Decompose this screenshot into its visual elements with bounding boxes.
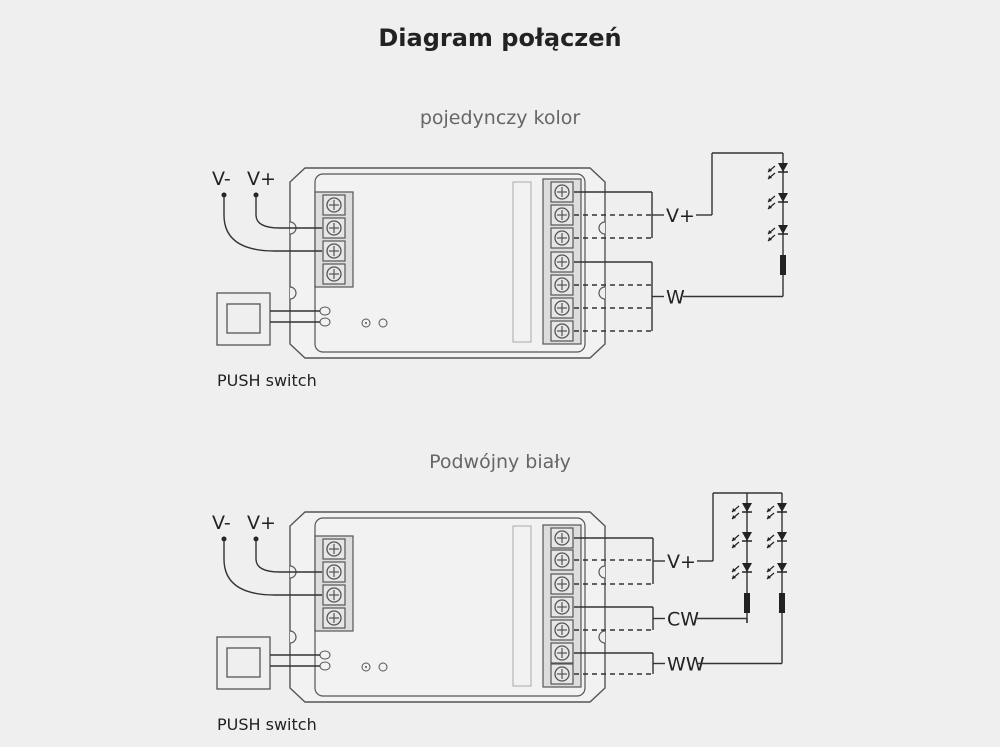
wire-v-minus bbox=[223, 195, 322, 252]
light-arrow-head bbox=[732, 568, 736, 572]
screw-icon bbox=[554, 323, 570, 339]
screw-icon bbox=[554, 552, 570, 568]
screw-icon bbox=[554, 666, 570, 682]
light-arrow-head bbox=[767, 515, 771, 519]
mount-notch bbox=[598, 286, 606, 300]
led-diode-icon bbox=[777, 503, 787, 512]
screw-icon bbox=[554, 230, 570, 246]
mount-notch bbox=[289, 286, 297, 300]
screw-icon bbox=[326, 541, 342, 557]
screw-icon bbox=[326, 587, 342, 603]
input-label-v-plus: V+ bbox=[247, 512, 276, 534]
screw-icon bbox=[326, 610, 342, 626]
wire-v-minus bbox=[223, 539, 322, 596]
input-label-v-minus: V- bbox=[212, 168, 231, 190]
light-arrow-head bbox=[767, 508, 771, 512]
push-switch-label: PUSH switch bbox=[217, 715, 317, 734]
led-diode-icon bbox=[778, 163, 788, 172]
output-label-strip bbox=[512, 181, 532, 343]
screw-icon bbox=[326, 564, 342, 580]
led-indicator bbox=[361, 318, 371, 328]
resistor-icon bbox=[744, 593, 750, 613]
screw-icon bbox=[554, 530, 570, 546]
mount-notch bbox=[598, 630, 606, 644]
led-diode-icon bbox=[778, 193, 788, 202]
diagram-1: V- V+ PUSH switch V+ W bbox=[212, 152, 788, 390]
output-label-strip bbox=[512, 525, 532, 687]
screw-icon bbox=[326, 266, 342, 282]
led-diode-icon bbox=[742, 503, 752, 512]
output-label-v-plus: V+ bbox=[667, 551, 696, 573]
push-switch bbox=[216, 636, 271, 690]
wire-v-plus bbox=[255, 195, 322, 229]
mount-notch bbox=[598, 221, 606, 235]
resistor-icon bbox=[779, 593, 785, 613]
screw-icon bbox=[554, 254, 570, 270]
diagram-2-subtitle: Podwójny biały bbox=[429, 451, 571, 473]
output-label-cw: CW bbox=[667, 609, 699, 631]
screw-icon bbox=[554, 184, 570, 200]
diagram-2: V- V+ PUSH switch V+ CW WW bbox=[212, 492, 787, 734]
light-arrow-head bbox=[768, 205, 772, 209]
light-arrow-head bbox=[768, 175, 772, 179]
light-arrow-head bbox=[732, 515, 736, 519]
screw-icon bbox=[554, 599, 570, 615]
screw-icon bbox=[554, 622, 570, 638]
output-label-w: W bbox=[666, 287, 685, 309]
mount-notch bbox=[598, 565, 606, 579]
light-arrow-head bbox=[767, 568, 771, 572]
led-indicator-dot bbox=[365, 322, 367, 324]
screw-icon bbox=[554, 300, 570, 316]
page-title: Diagram połączeń bbox=[378, 24, 622, 52]
diagram-1-subtitle: pojedynczy kolor bbox=[419, 107, 581, 129]
input-label-v-minus: V- bbox=[212, 512, 231, 534]
screw-icon bbox=[326, 243, 342, 259]
led-diode-icon bbox=[778, 225, 788, 234]
light-arrow-head bbox=[768, 198, 772, 202]
resistor-icon bbox=[780, 255, 786, 275]
screw-icon bbox=[554, 576, 570, 592]
light-arrow-head bbox=[732, 537, 736, 541]
controller-housing bbox=[289, 167, 606, 359]
screw-icon bbox=[554, 645, 570, 661]
light-arrow-head bbox=[732, 508, 736, 512]
light-arrow-head bbox=[732, 544, 736, 548]
controller-housing bbox=[289, 511, 606, 703]
push-switch bbox=[216, 292, 271, 346]
led-diode-icon bbox=[777, 563, 787, 572]
light-arrow-head bbox=[767, 544, 771, 548]
output-label-ww: WW bbox=[667, 654, 705, 676]
push-switch-button bbox=[226, 647, 261, 678]
light-arrow-head bbox=[768, 237, 772, 241]
screw-icon bbox=[326, 197, 342, 213]
screw-icon bbox=[554, 277, 570, 293]
led-diode-icon bbox=[777, 532, 787, 541]
wire-v-plus bbox=[255, 539, 322, 573]
button-hole bbox=[378, 662, 388, 672]
led-indicator bbox=[361, 662, 371, 672]
screw-icon bbox=[326, 220, 342, 236]
screw-icon bbox=[554, 207, 570, 223]
light-arrow-head bbox=[732, 575, 736, 579]
push-switch-label: PUSH switch bbox=[217, 371, 317, 390]
light-arrow-head bbox=[768, 230, 772, 234]
light-arrow-head bbox=[767, 537, 771, 541]
light-arrow-head bbox=[768, 168, 772, 172]
push-switch-button bbox=[226, 303, 261, 334]
led-indicator-dot bbox=[365, 666, 367, 668]
led-diode-icon bbox=[742, 563, 752, 572]
light-arrow-head bbox=[767, 575, 771, 579]
led-diode-icon bbox=[742, 532, 752, 541]
output-label-v-plus: V+ bbox=[666, 205, 695, 227]
button-hole bbox=[378, 318, 388, 328]
mount-notch bbox=[289, 630, 297, 644]
input-label-v-plus: V+ bbox=[247, 168, 276, 190]
